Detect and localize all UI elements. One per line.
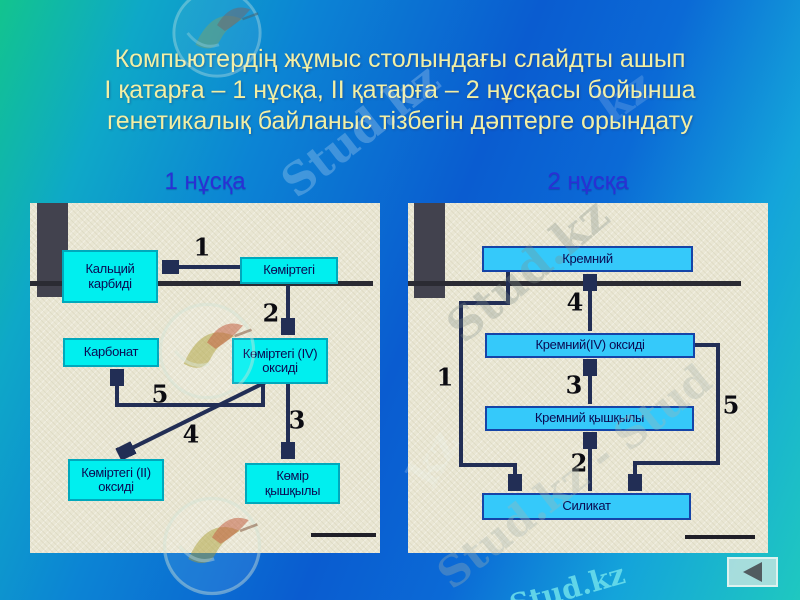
arrow-step-1 bbox=[459, 272, 515, 487]
box-calcium-carbide: Кальций карбиді bbox=[62, 250, 158, 303]
box-carbon: Көміртегі bbox=[240, 257, 338, 284]
decor-horizontal-rule bbox=[30, 281, 373, 286]
back-arrow-icon bbox=[743, 562, 762, 582]
left-arrows-svg bbox=[30, 203, 380, 553]
step-number-3: 3 bbox=[288, 405, 306, 435]
step-number-2: 2 bbox=[262, 298, 280, 328]
decor-footer-rule bbox=[311, 533, 376, 537]
decor-footer-rule bbox=[685, 535, 755, 539]
box-silicate: Силикат bbox=[482, 493, 691, 520]
watermark-brand-bottom: Stud.kz bbox=[506, 557, 629, 600]
step-number-5: 5 bbox=[151, 379, 169, 409]
box-carbonic-acid: Көмір қышқылы bbox=[245, 463, 340, 504]
box-silicon: Кремний bbox=[482, 246, 693, 272]
title-line-2: І қатарға – 1 нұсқа, ІІ қатарға – 2 нұсқ… bbox=[104, 76, 696, 104]
step-number-1: 1 bbox=[436, 362, 454, 392]
title-line-3: генетикалық байланыс тізбегін дәптерге о… bbox=[107, 107, 693, 135]
step-number-1: 1 bbox=[193, 232, 211, 262]
variant-2-label: 2 нұсқа bbox=[547, 168, 629, 195]
arrow-step-5 bbox=[117, 373, 265, 407]
diagram-panel-variant-1: Кальций карбиді Көміртегі Карбонат Көмір… bbox=[30, 203, 380, 553]
box-silicic-acid: Кремний қышқылы bbox=[485, 406, 694, 431]
arrow-step-4 bbox=[122, 378, 271, 453]
arrow-step-5 bbox=[635, 343, 720, 487]
step-number-4: 4 bbox=[566, 287, 584, 317]
box-carbon-ii-oxide: Көміртегі (II) оксиді bbox=[68, 459, 164, 501]
slide-title: Компьютердің жұмыс столындағы слайдты аш… bbox=[0, 44, 800, 137]
right-arrows-svg bbox=[459, 272, 720, 491]
back-button[interactable] bbox=[727, 557, 778, 587]
variant-1-label: 1 нұсқа bbox=[164, 168, 246, 195]
box-carbonate: Карбонат bbox=[63, 338, 159, 367]
step-number-3: 3 bbox=[565, 370, 583, 400]
decor-horizontal-rule bbox=[408, 281, 741, 286]
step-number-5: 5 bbox=[722, 390, 740, 420]
box-carbon-iv-oxide: Көміртегі (IV) оксиді bbox=[232, 338, 328, 384]
box-silicon-iv-oxide: Кремний(IV) оксиді bbox=[485, 333, 695, 358]
title-line-1: Компьютердің жұмыс столындағы слайдты аш… bbox=[114, 45, 686, 73]
diagram-panel-variant-2: Кремний Кремний(IV) оксиді Кремний қышқы… bbox=[408, 203, 768, 553]
step-number-2: 2 bbox=[570, 448, 588, 478]
step-number-4: 4 bbox=[182, 419, 200, 449]
